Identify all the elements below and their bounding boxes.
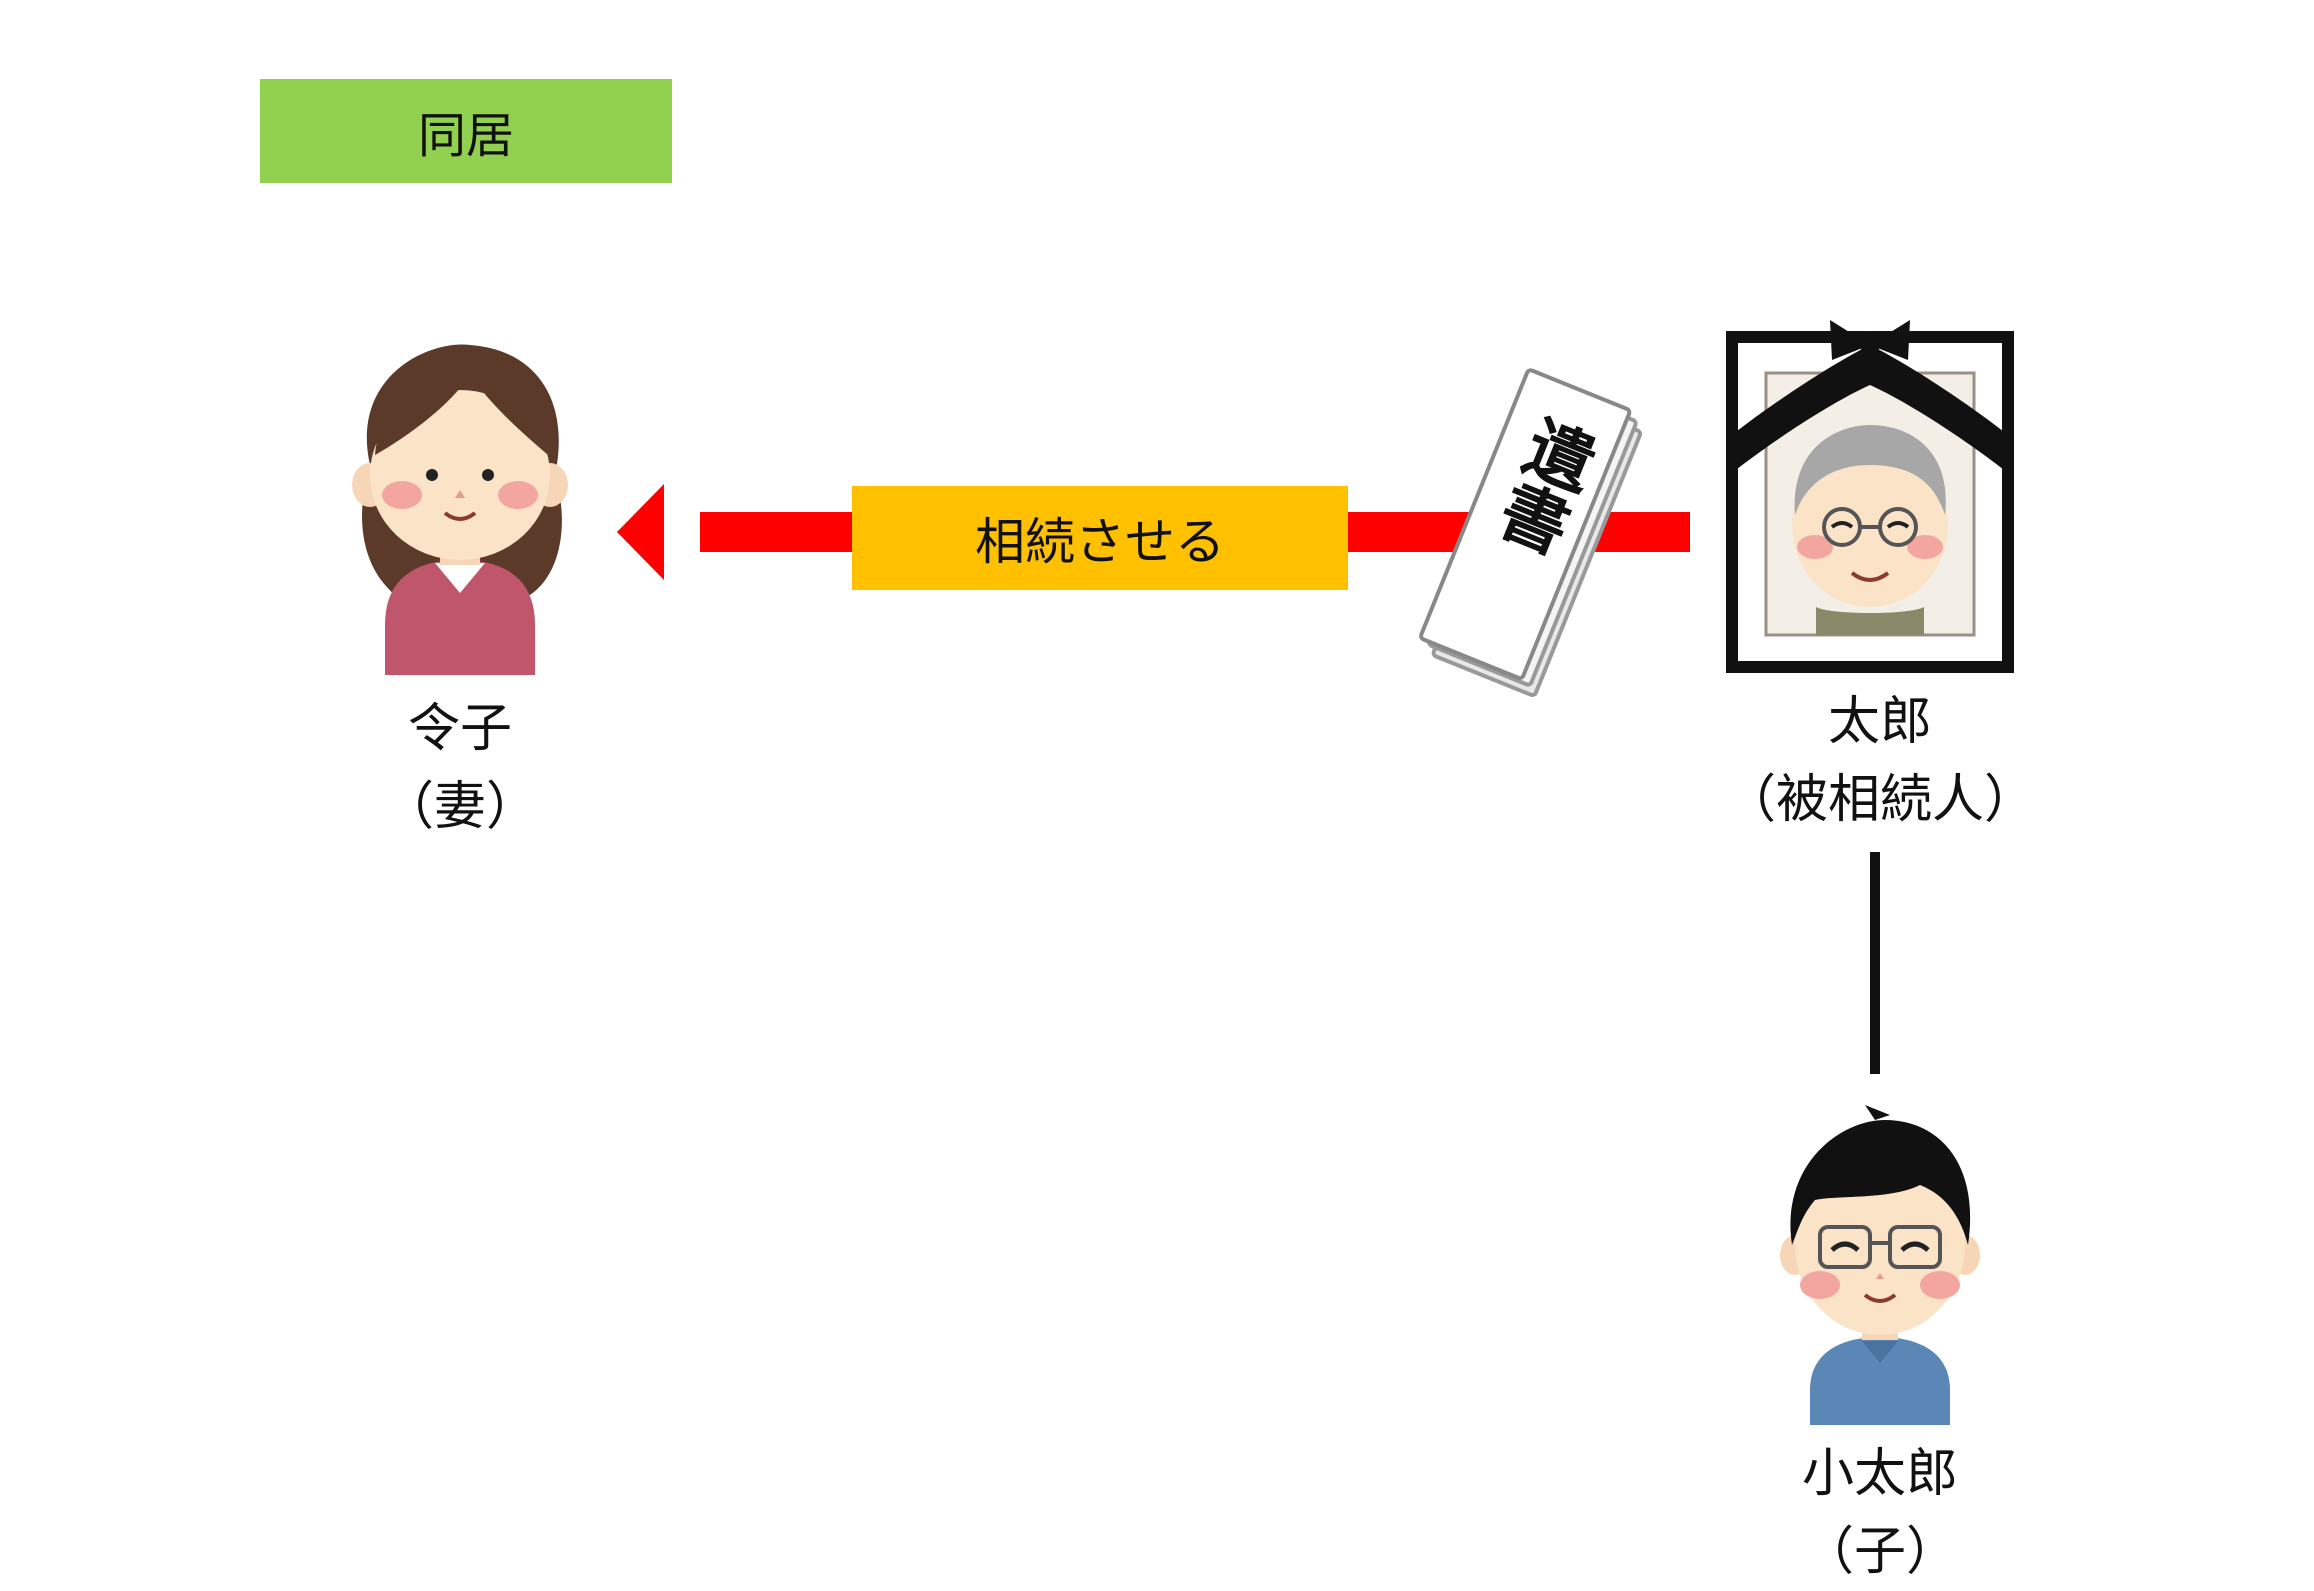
child-label: 小太郎 （子）	[1745, 1435, 2015, 1591]
will-document-icon: 遺書	[1419, 368, 1643, 697]
child-name: 小太郎	[1801, 1444, 1958, 1504]
wife-label: 令子 （妻）	[330, 690, 590, 846]
man-glasses-icon	[1780, 1105, 1980, 1425]
cohabitation-tag: 同居	[260, 79, 672, 183]
deceased-role: （被相続人）	[1723, 770, 2036, 830]
arrow-label-box: 相続させる	[852, 486, 1348, 590]
wife-role: （妻）	[381, 777, 538, 837]
cohabitation-tag-label: 同居	[417, 108, 514, 164]
arrow-head	[617, 484, 664, 580]
woman-icon	[352, 344, 568, 675]
deceased-name: 太郎	[1827, 692, 1932, 752]
arrow-label: 相続させる	[975, 513, 1225, 571]
parent-child-line	[1870, 852, 1880, 1074]
deceased-label: 太郎 （被相続人）	[1705, 683, 2055, 839]
memorial-portrait-icon	[1726, 320, 2014, 673]
wife-name: 令子	[407, 699, 512, 759]
child-role: （子）	[1801, 1522, 1958, 1582]
